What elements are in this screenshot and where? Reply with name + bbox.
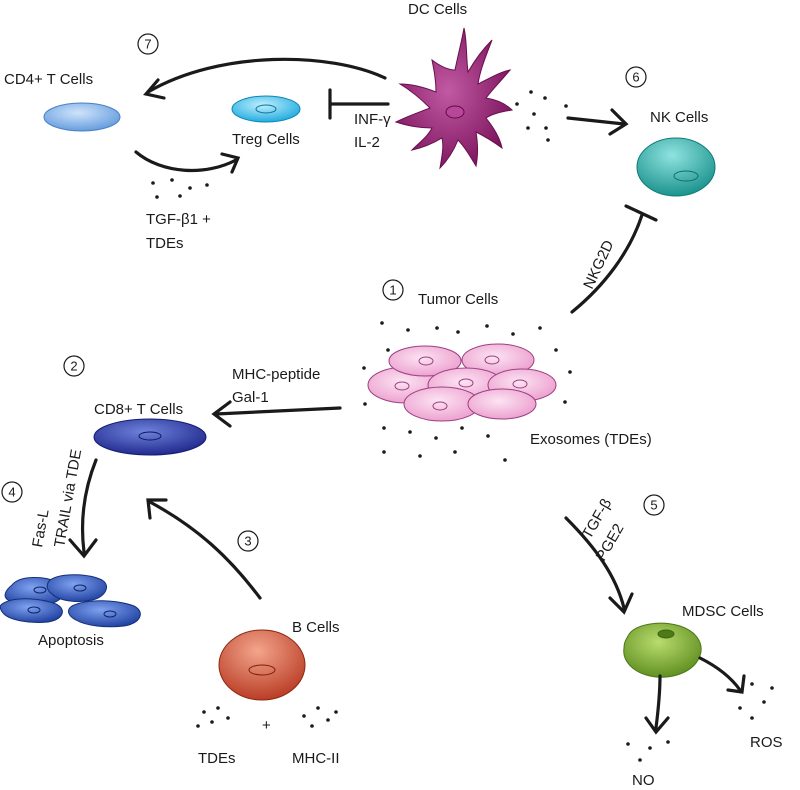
step-number-3: 3 (244, 534, 251, 549)
mdsc-cell (623, 622, 702, 678)
arrow-dc-to-nk-head (608, 108, 629, 136)
arrow-dc-to-cd4-head (143, 78, 166, 100)
step-marker-1: 1 (382, 279, 404, 301)
arrow-tumor-to-cd8-head (211, 400, 232, 428)
step-number-7: 7 (144, 37, 151, 52)
b-cell (218, 629, 306, 701)
fas-l-label: Fas-L (29, 508, 52, 549)
dc-cells-label: DC Cells (408, 1, 467, 18)
step-number-4: 4 (8, 485, 15, 500)
arrow-cd4-to-treg-head (220, 152, 241, 174)
tdes-bottom-label: TDEs (198, 750, 236, 767)
arrow-mdsc-to-ros-head (726, 674, 746, 694)
inhibition-dc-to-treg (328, 88, 390, 120)
plus-sign: + (262, 717, 271, 734)
b-cells-label: B Cells (292, 619, 340, 636)
inhibition-tumor-to-nk (570, 204, 658, 314)
tumor-cells-label: Tumor Cells (418, 291, 498, 308)
ros-label: ROS (750, 734, 783, 751)
tdes-top-label: TDEs (146, 235, 184, 252)
mhc-peptide-label: MHC-peptide (232, 366, 320, 383)
step-number-6: 6 (632, 70, 639, 85)
tde-dots-b (196, 706, 230, 728)
apoptosis-label: Apoptosis (38, 632, 104, 649)
tgf-b1-label: TGF-β1 + (146, 211, 211, 228)
arrow-b-to-cd8 (148, 500, 262, 600)
treg-cell (231, 95, 301, 123)
no-label: NO (632, 772, 655, 789)
trail-via-tde-label: TRAIL via TDE (51, 448, 85, 549)
step-number-1: 1 (389, 283, 396, 298)
arrow-mdsc-to-no (654, 674, 662, 730)
step-marker-6: 6 (625, 66, 647, 88)
cd4-t-cells-label: CD4+ T Cells (4, 71, 93, 88)
arrow-cd8-to-apoptosis-head (68, 538, 98, 559)
arrow-mdsc-to-no-head (644, 716, 670, 735)
gal1-label: Gal-1 (232, 389, 269, 406)
arrow-tumor-to-cd8 (214, 406, 342, 416)
arrow-cd4-to-treg (134, 150, 238, 173)
il2-label: IL-2 (354, 134, 380, 151)
arrow-tumor-to-mdsc-head (608, 592, 634, 615)
cd4-t-cell (43, 102, 121, 132)
ros-dots (738, 682, 774, 720)
nk-cell (636, 137, 716, 197)
cd8-t-cells-label: CD8+ T Cells (94, 401, 183, 418)
tumor-cell-cluster (367, 343, 557, 422)
tde-dots-treg (151, 178, 209, 199)
arrow-mdsc-to-ros (698, 656, 742, 692)
step-number-2: 2 (70, 359, 77, 374)
treg-cells-label: Treg Cells (232, 131, 300, 148)
tde-dots-dc-nk (515, 90, 568, 142)
step-marker-7: 7 (137, 33, 159, 55)
step-marker-3: 3 (237, 530, 259, 552)
exosomes-tdes-label: Exosomes (TDEs) (530, 431, 652, 448)
step-marker-5: 5 (643, 494, 665, 516)
step-number-5: 5 (650, 498, 657, 513)
mhc-ii-label: MHC-II (292, 750, 340, 767)
nkg2d-label: NKG2D (580, 238, 617, 292)
arrow-dc-to-cd4 (146, 57, 387, 94)
arrow-dc-to-nk (566, 116, 626, 126)
step-marker-4: 4 (1, 481, 23, 503)
exosome-dots (362, 321, 572, 462)
nk-cells-label: NK Cells (650, 109, 708, 126)
arrow-b-to-cd8-head (146, 498, 168, 520)
arrow-cd8-to-apoptosis (80, 458, 98, 554)
step-marker-2: 2 (63, 355, 85, 377)
dc-cell (394, 27, 514, 170)
inf-gamma-label: INF-γ (354, 111, 391, 128)
arrow-tumor-to-mdsc (564, 516, 626, 610)
no-dots (626, 740, 670, 762)
cd8-t-cell (93, 418, 207, 456)
mhc-ii-dots (302, 706, 338, 728)
apoptotic-cells (0, 574, 141, 628)
mdsc-cells-label: MDSC Cells (682, 603, 764, 620)
